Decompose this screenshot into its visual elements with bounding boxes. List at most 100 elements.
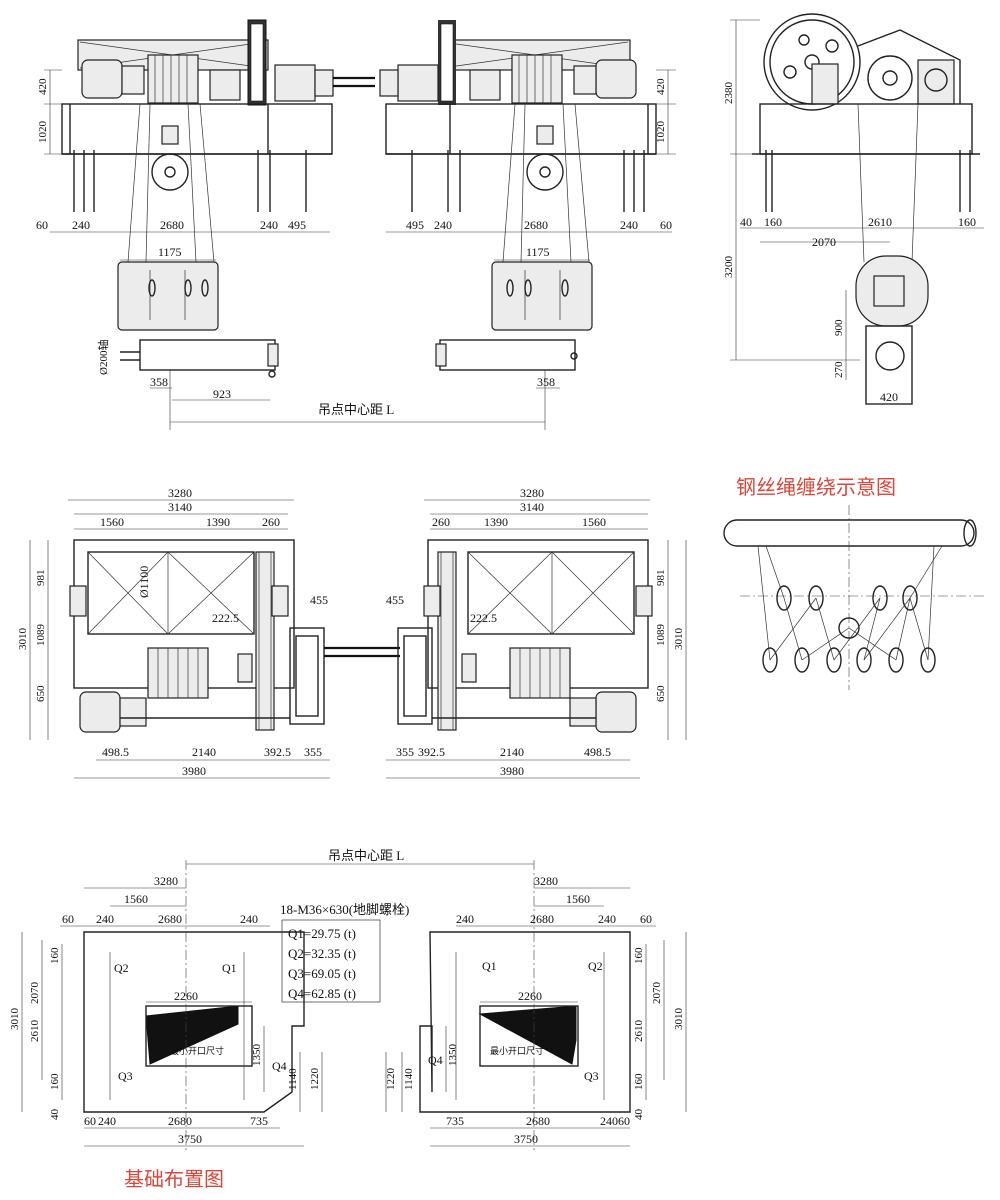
dim-pulley-dia: Ø200轴 (96, 340, 110, 375)
dim-side-2070: 2070 (812, 235, 836, 249)
plan-dim-3140-left: 3140 (168, 500, 192, 514)
gear-plan-right (437, 551, 457, 731)
plan-dim-3280-left: 3280 (168, 486, 192, 500)
frame-left (61, 103, 333, 155)
dim-420-right: 420 (655, 78, 667, 95)
plan-dim-3980-left: 3980 (182, 764, 206, 778)
opening-shade-left (145, 1005, 239, 1065)
found-dim-40-right: 40 (633, 1109, 645, 1121)
q4-label-right: Q4 (428, 1053, 443, 1067)
plan-dim-455-left: 455 (310, 593, 328, 607)
plan-dim-3280-right: 3280 (520, 486, 544, 500)
drum-plan-left (87, 551, 255, 635)
hook-block-left (117, 261, 219, 331)
foundation-center-distance-label: 吊点中心距 L (328, 848, 404, 863)
rope-diagram-caption: 钢丝绳缠绕示意图 (736, 475, 896, 499)
plan-dim-3980-right: 3980 (500, 764, 524, 778)
dim-side-160b: 160 (958, 215, 976, 229)
min-opening-right (479, 1005, 579, 1067)
load-q2: Q2=32.35 (t) (288, 946, 356, 961)
found-dim-1560-left: 1560 (124, 892, 148, 906)
motor-plan-left (79, 691, 121, 733)
found-dim-b3750-right: 3750 (514, 1132, 538, 1146)
plan-dim-1390-left: 1390 (206, 515, 230, 529)
dim-1020-right: 1020 (655, 121, 667, 144)
dim-2380: 2380 (723, 82, 735, 105)
plan-dim-222-left: 222.5 (212, 611, 239, 625)
dim-side-160a: 160 (764, 215, 782, 229)
dim-358-left: 358 (150, 375, 168, 389)
drum-plan-right (467, 551, 635, 635)
opening-shade-right (478, 1005, 577, 1065)
motor-plan-right (595, 691, 637, 733)
found-dim-b240-left: 240 (98, 1114, 116, 1128)
sheave-left (151, 153, 189, 191)
found-dim-240a-left: 240 (96, 912, 114, 926)
plan-dim-498-left: 498.5 (102, 745, 129, 759)
side-view: 2380 3200 40 160 2610 160 2070 900 270 4… (723, 13, 984, 405)
found-dim-60-left: 60 (62, 912, 74, 926)
front-view-left: 420 1020 60 240 2680 240 495 1175 Ø200轴 … (36, 19, 375, 401)
q2-label-right: Q2 (588, 959, 603, 973)
q4-label-left: Q4 (272, 1059, 287, 1073)
reducer-right (397, 64, 439, 102)
rope-sheaves (762, 585, 936, 673)
found-dim-40-left: 40 (49, 1109, 61, 1121)
plan-dim-3010-right: 3010 (673, 628, 685, 651)
lifting-beam-left (139, 339, 276, 371)
plan-view-right: 3280 3140 260 1390 1560 3010 981 1089 65… (386, 486, 687, 779)
found-dim-2610-right: 2610 (633, 1020, 645, 1043)
anchor-bolt-note: 18-M36×630(地脚螺栓) (280, 902, 409, 917)
foundation-caption: 基础布置图 (124, 1167, 224, 1191)
dim-923-left: 923 (213, 387, 231, 401)
found-dim-b2680-right: 2680 (526, 1114, 550, 1128)
found-dim-b60-right: 60 (618, 1114, 630, 1128)
found-dim-b240-right: 240 (600, 1114, 618, 1128)
dim-side-270: 270 (833, 361, 845, 378)
found-dim-3280-right: 3280 (534, 874, 558, 888)
plan-dim-650-right: 650 (655, 685, 667, 702)
lifting-beam-right (439, 339, 576, 371)
found-dim-3280-left: 3280 (154, 874, 178, 888)
plan-dim-1560-left: 1560 (100, 515, 124, 529)
plan-dim-3010-left: 3010 (17, 628, 29, 651)
load-q3: Q3=69.05 (t) (288, 966, 356, 981)
plan-dim-392-left: 392.5 (264, 745, 291, 759)
found-dim-2070-right: 2070 (651, 982, 663, 1005)
found-dim-1140-right: 1140 (403, 1068, 415, 1090)
load-q4: Q4=62.85 (t) (288, 986, 356, 1001)
found-dim-160a-right: 160 (633, 947, 645, 964)
found-dim-b735-right: 735 (446, 1114, 464, 1128)
frame-side (759, 103, 973, 155)
found-dim-1560-right: 1560 (566, 892, 590, 906)
found-dim-b735-left: 735 (250, 1114, 268, 1128)
load-q1: Q1=29.75 (t) (288, 926, 356, 941)
found-dim-1350-right: 1350 (447, 1044, 459, 1067)
reducer-left (274, 64, 316, 102)
dim-240a-right: 240 (434, 218, 452, 232)
coupling-plan-right (397, 627, 433, 725)
dim-side-900: 900 (833, 319, 845, 336)
plan-dim-2140-right: 2140 (500, 745, 524, 759)
front-view-right: 420 1020 495 240 2680 240 60 1175 358 (379, 20, 676, 389)
q3-label-right: Q3 (584, 1069, 599, 1083)
min-opening-label-right: 最小开口尺寸 (490, 1045, 544, 1057)
dim-240b-left: 240 (260, 218, 278, 232)
plan-dim-981-right: 981 (655, 570, 667, 587)
found-dim-1220-right: 1220 (385, 1068, 397, 1091)
plan-dim-1560-right: 1560 (582, 515, 606, 529)
found-dim-1350-left: 1350 (251, 1044, 263, 1067)
q2-label-left: Q2 (114, 961, 129, 975)
plan-dim-1390-right: 1390 (484, 515, 508, 529)
dim-side-420: 420 (880, 390, 898, 404)
q1-label-right: Q1 (482, 959, 497, 973)
found-dim-3010-left: 3010 (9, 1008, 21, 1031)
dim-1020-left: 1020 (37, 121, 49, 144)
plan-dim-650-left: 650 (35, 685, 47, 702)
plan-dim-260-left: 260 (262, 515, 280, 529)
found-dim-2260-right: 2260 (518, 989, 542, 1003)
reducer-side (867, 55, 913, 101)
anchor-bolts-right (411, 150, 645, 212)
foundation-right: 最小开口尺寸 Q1 Q2 Q4 Q3 3280 1560 240 2680 24… (385, 860, 687, 1150)
